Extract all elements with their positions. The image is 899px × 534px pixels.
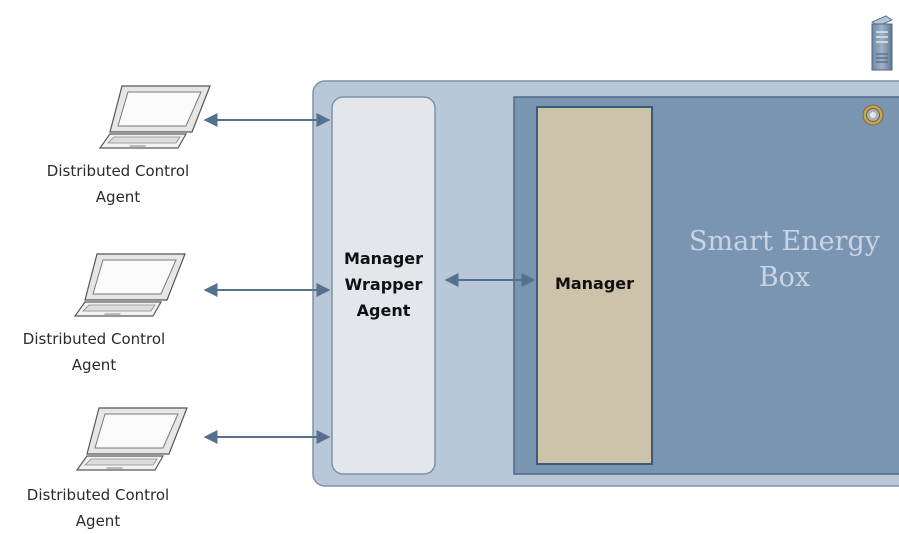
wrapper-label-line3: Agent: [356, 301, 411, 320]
manager-wrapper-agent-label: Manager Wrapper Agent: [332, 246, 435, 324]
wrapper-label-line2: Wrapper: [344, 275, 423, 294]
power-button-icon: [862, 104, 884, 126]
laptop-icon: [73, 253, 186, 317]
agent-label: Distributed Control Agent: [8, 482, 188, 534]
smart-energy-box-title: Smart Energy Box: [672, 224, 897, 296]
manager-label: Manager: [537, 271, 652, 297]
manager-wrapper-agent-box: [331, 96, 436, 475]
agent-label-line1: Distributed Control: [26, 486, 170, 504]
agent-label-line2: Agent: [71, 356, 117, 374]
laptop-icon: [98, 85, 211, 149]
agent-label-line2: Agent: [95, 188, 141, 206]
smart-energy-box-title-line1: Smart Energy: [688, 226, 881, 257]
agent-label-line1: Distributed Control: [22, 330, 166, 348]
agent-label: Distributed Control Agent: [28, 158, 208, 210]
agent-label-line2: Agent: [75, 512, 121, 530]
agent-label-line1: Distributed Control: [46, 162, 190, 180]
manager-label-text: Manager: [554, 274, 635, 293]
laptop-icon: [75, 407, 188, 471]
server-tower-icon: [870, 15, 894, 71]
agent-label: Distributed Control Agent: [4, 326, 184, 378]
wrapper-label-line1: Manager: [343, 249, 424, 268]
manager-box: [536, 106, 653, 465]
smart-energy-box-title-line2: Box: [758, 262, 811, 293]
